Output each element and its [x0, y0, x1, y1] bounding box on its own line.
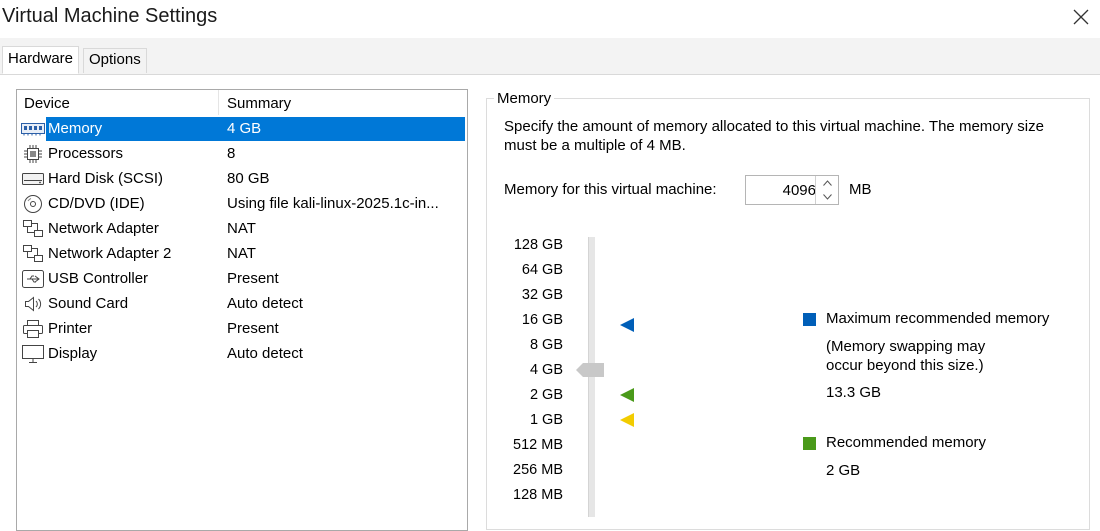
device-row-network-adapter-2[interactable]: Network Adapter 2 NAT	[17, 242, 467, 266]
device-summary: Auto detect	[227, 295, 303, 312]
device-summary: 8	[227, 145, 236, 162]
device-summary: 80 GB	[227, 170, 270, 187]
device-row-cd-dvd[interactable]: CD/DVD (IDE) Using file kali-linux-2025.…	[17, 192, 467, 216]
device-row-sound-card[interactable]: Sound Card Auto detect	[17, 292, 467, 316]
chevron-down-icon	[822, 194, 832, 200]
device-summary: Auto detect	[227, 345, 303, 362]
chevron-up-icon	[822, 180, 832, 186]
device-name: Processors	[48, 145, 124, 162]
device-row-network-adapter[interactable]: Network Adapter NAT	[17, 217, 467, 241]
max-recommended-swatch	[803, 313, 816, 326]
window-title: Virtual Machine Settings	[2, 5, 218, 27]
max-recommended-marker	[620, 318, 634, 332]
memory-icon	[20, 119, 46, 139]
tab-hardware[interactable]: Hardware	[2, 46, 80, 74]
tab-options[interactable]: Options	[83, 48, 147, 73]
device-summary: Present	[227, 270, 279, 287]
column-header-summary[interactable]: Summary	[227, 95, 292, 112]
tab-strip: Options Hardware	[0, 38, 1100, 75]
scale-label: 4 GB	[529, 362, 563, 378]
scale-label: 32 GB	[521, 287, 563, 303]
scale-label: 256 MB	[513, 462, 563, 478]
device-name: Network Adapter 2	[48, 245, 172, 262]
max-recommended-value: 13.3 GB	[826, 384, 882, 401]
device-name: USB Controller	[48, 270, 149, 287]
device-summary: Present	[227, 320, 279, 337]
scale-label: 64 GB	[521, 262, 563, 278]
memory-stepper[interactable]	[745, 175, 839, 205]
device-row-memory[interactable]: Memory 4 GB	[17, 117, 467, 141]
display-icon	[20, 344, 46, 364]
recommended-value: 2 GB	[826, 462, 861, 479]
scale-label: 128 GB	[513, 237, 563, 253]
device-name: Network Adapter	[48, 220, 159, 237]
cd-dvd-icon	[20, 194, 46, 214]
network-adapter-icon	[20, 219, 46, 239]
close-button[interactable]	[1066, 2, 1096, 32]
scale-label: 512 MB	[513, 437, 563, 453]
recommended-swatch	[803, 437, 816, 450]
scale-label: 8 GB	[529, 337, 563, 353]
device-summary: 4 GB	[220, 117, 465, 141]
memory-decrement-button[interactable]	[816, 190, 838, 204]
column-header-device[interactable]: Device	[17, 90, 219, 115]
memory-field-label: Memory for this virtual machine:	[504, 181, 717, 198]
device-row-usb-controller[interactable]: USB Controller Present	[17, 267, 467, 291]
memory-slider-thumb[interactable]	[576, 363, 604, 377]
title-bar: Virtual Machine Settings	[0, 0, 1100, 38]
memory-unit-label: MB	[849, 181, 872, 198]
max-recommended-note: occur beyond this size.)	[826, 357, 984, 374]
device-name: CD/DVD (IDE)	[48, 195, 145, 212]
scale-label: 16 GB	[521, 312, 563, 328]
device-name: Memory	[46, 117, 226, 141]
device-row-printer[interactable]: Printer Present	[17, 317, 467, 341]
close-icon	[1073, 9, 1089, 25]
recommended-marker	[620, 388, 634, 402]
printer-icon	[20, 319, 46, 339]
device-row-display[interactable]: Display Auto detect	[17, 342, 467, 366]
memory-input[interactable]	[748, 178, 816, 202]
usb-icon	[20, 269, 46, 289]
memory-increment-button[interactable]	[816, 176, 838, 190]
scale-label: 2 GB	[529, 387, 563, 403]
device-row-processors[interactable]: Processors 8	[17, 142, 467, 166]
device-list: Device Summary Memory 4 GB Processors 8 …	[16, 89, 468, 531]
memory-spin-buttons	[815, 176, 838, 204]
device-name: Sound Card	[48, 295, 129, 312]
device-summary: NAT	[227, 220, 256, 237]
device-name: Printer	[48, 320, 93, 337]
device-name: Hard Disk (SCSI)	[48, 170, 164, 187]
device-name: Display	[48, 345, 98, 362]
device-row-hard-disk[interactable]: Hard Disk (SCSI) 80 GB	[17, 167, 467, 191]
device-summary: Using file kali-linux-2025.1c-in...	[227, 195, 439, 212]
recommended-title: Recommended memory	[826, 434, 987, 451]
memory-description: Specify the amount of memory allocated t…	[504, 118, 1044, 154]
speaker-icon	[20, 294, 46, 314]
device-summary: NAT	[227, 245, 256, 262]
max-recommended-title: Maximum recommended memory	[826, 310, 1050, 327]
processor-icon	[20, 144, 46, 164]
hard-disk-icon	[20, 169, 46, 189]
guest-minimum-marker	[620, 413, 634, 427]
max-recommended-note: (Memory swapping may	[826, 338, 986, 355]
scale-label: 1 GB	[529, 412, 563, 428]
memory-group-label: Memory	[494, 90, 555, 107]
network-adapter-icon	[20, 244, 46, 264]
scale-label: 128 MB	[513, 487, 563, 503]
memory-slider-track[interactable]	[588, 237, 595, 517]
